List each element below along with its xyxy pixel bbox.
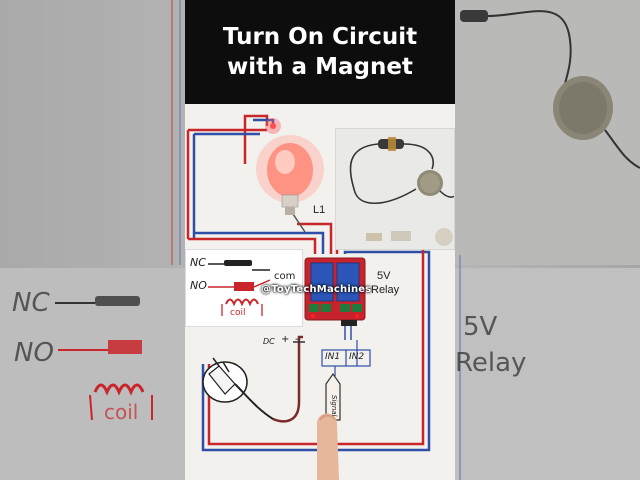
left-blurred-background: NC NO coil bbox=[0, 0, 185, 480]
dc-label: DC bbox=[263, 337, 275, 346]
circuit-board-drawing: NC NO com coil L1 5V Relay @ToyTechMachi… bbox=[185, 104, 455, 480]
left-background-wires bbox=[55, 0, 181, 421]
center-video-frame: Turn On Circuit with a Magnet bbox=[185, 0, 455, 480]
right-blurred-background: 5V Relay bbox=[455, 0, 640, 480]
magnet-photo-inset bbox=[335, 128, 455, 250]
signal-label: Signal bbox=[330, 395, 338, 417]
minus-label: - bbox=[295, 334, 299, 345]
left-coil-label: coil bbox=[104, 400, 139, 424]
right-background-band bbox=[455, 268, 640, 480]
nc-label: NC bbox=[190, 256, 206, 269]
right-relay-label-5v: 5V bbox=[463, 312, 498, 342]
com-label: com bbox=[274, 271, 296, 282]
video-title: Turn On Circuit with a Magnet bbox=[222, 24, 418, 80]
bulb-label: L1 bbox=[313, 204, 326, 216]
relay-label: Relay bbox=[371, 284, 400, 296]
title-bar: Turn On Circuit with a Magnet bbox=[185, 0, 455, 104]
right-relay-label: Relay bbox=[455, 348, 527, 378]
no-label: NO bbox=[190, 279, 207, 292]
in2-label: IN2 bbox=[349, 352, 365, 362]
relay-contact-inset: NC NO com coil bbox=[185, 249, 303, 327]
left-no-label: NO bbox=[14, 338, 54, 368]
magnet-photo bbox=[336, 129, 454, 249]
relay-contact-diagram bbox=[208, 260, 271, 316]
left-nc-label: NC bbox=[12, 288, 50, 318]
right-background-photo bbox=[455, 0, 640, 480]
circuit-wires bbox=[186, 114, 431, 480]
channel-watermark: @ToyTechMachines bbox=[261, 284, 372, 295]
plus-label: + bbox=[281, 334, 290, 345]
coil-label: coil bbox=[230, 308, 246, 318]
in1-label: IN1 bbox=[325, 352, 341, 362]
relay-label-5v: 5V bbox=[377, 270, 391, 282]
